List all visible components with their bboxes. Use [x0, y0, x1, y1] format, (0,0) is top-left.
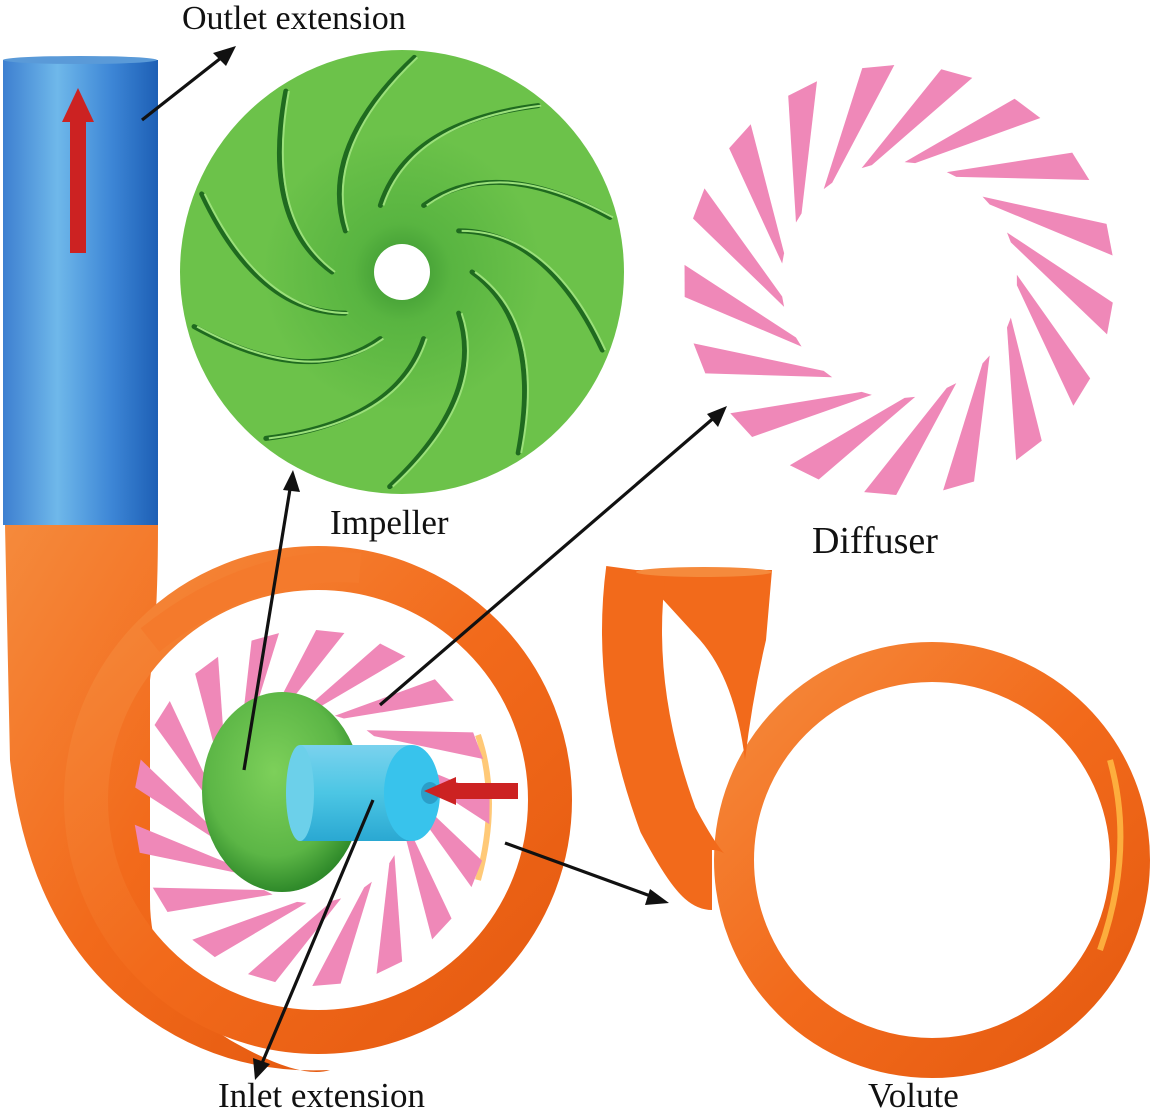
diffuser-vane [788, 81, 817, 223]
diffuser-vane [789, 396, 916, 480]
diffuser-vane [1016, 274, 1091, 406]
diffuser-vane [247, 898, 342, 983]
label-diffuser: Diffuser [812, 520, 938, 562]
impeller-blades [191, 54, 614, 490]
label-outlet-extension: Outlet extension [182, 0, 406, 37]
outlet-flow-arrow [62, 88, 94, 253]
diffuser-vane [334, 679, 454, 719]
diffuser-vane [135, 759, 225, 846]
assembled-impeller [202, 692, 362, 892]
impeller-blade [387, 310, 468, 490]
diffuser-vane [729, 124, 785, 264]
impeller-hub-hole [374, 244, 430, 300]
diffuser-vane [312, 881, 372, 986]
diffuser-vane [192, 901, 307, 958]
diffuser-vane [904, 98, 1041, 164]
volute-leader [504, 841, 657, 900]
label-impeller: Impeller [330, 503, 449, 542]
diffuser-vane [376, 855, 403, 974]
impeller-blade-highlight [341, 56, 419, 232]
impeller-blade [336, 54, 417, 234]
diffuser-vane [861, 69, 973, 169]
impeller-blade-highlight [474, 271, 529, 454]
impeller-blade [469, 269, 528, 456]
diffuser-vane [864, 383, 957, 495]
impeller-blade-highlight [281, 90, 336, 273]
diffuser-vane [823, 65, 895, 190]
impeller-leader [242, 482, 293, 771]
diffuser-vane [730, 391, 872, 437]
inlet-flow-arrow [424, 777, 518, 805]
diffuser-vane [299, 643, 406, 714]
impeller-blade-highlight [461, 229, 607, 351]
impeller-blade-highlight [196, 325, 384, 363]
diffuser-vane [366, 730, 484, 760]
impeller-blade [276, 88, 335, 275]
impeller-blade-highlight [382, 104, 542, 206]
diffuser-vane [684, 264, 802, 347]
label-inlet-extension: Inlet extension [218, 1076, 426, 1115]
leader-arrows [141, 46, 727, 1080]
diffuser-vane [693, 343, 833, 378]
diffuser-leader [378, 414, 718, 707]
impeller-view [180, 50, 624, 494]
assembled-volute [5, 525, 572, 1072]
volute-view [602, 566, 1150, 1078]
diffuser-vane [1007, 317, 1042, 461]
diffuser-vane [152, 887, 273, 912]
diffuser-vane [943, 355, 990, 491]
impeller-blade-highlight [203, 193, 349, 315]
diffuser-vane [134, 824, 245, 875]
impeller-blade-highlight [426, 181, 614, 219]
diffuser-vane [1007, 232, 1113, 335]
diffuser-vane [404, 822, 452, 940]
diffuser-vane [946, 152, 1090, 180]
impeller-blade-highlight [268, 338, 428, 440]
diffuser-vane [692, 188, 785, 307]
label-volute: Volute [868, 1076, 959, 1115]
diffuser-vane [154, 700, 218, 812]
inlet-leader [258, 799, 375, 1069]
diffuser-view [684, 65, 1113, 495]
outlet-leader [141, 52, 227, 122]
impeller-blade-highlight [391, 312, 469, 488]
diffuser-vane [982, 196, 1113, 256]
